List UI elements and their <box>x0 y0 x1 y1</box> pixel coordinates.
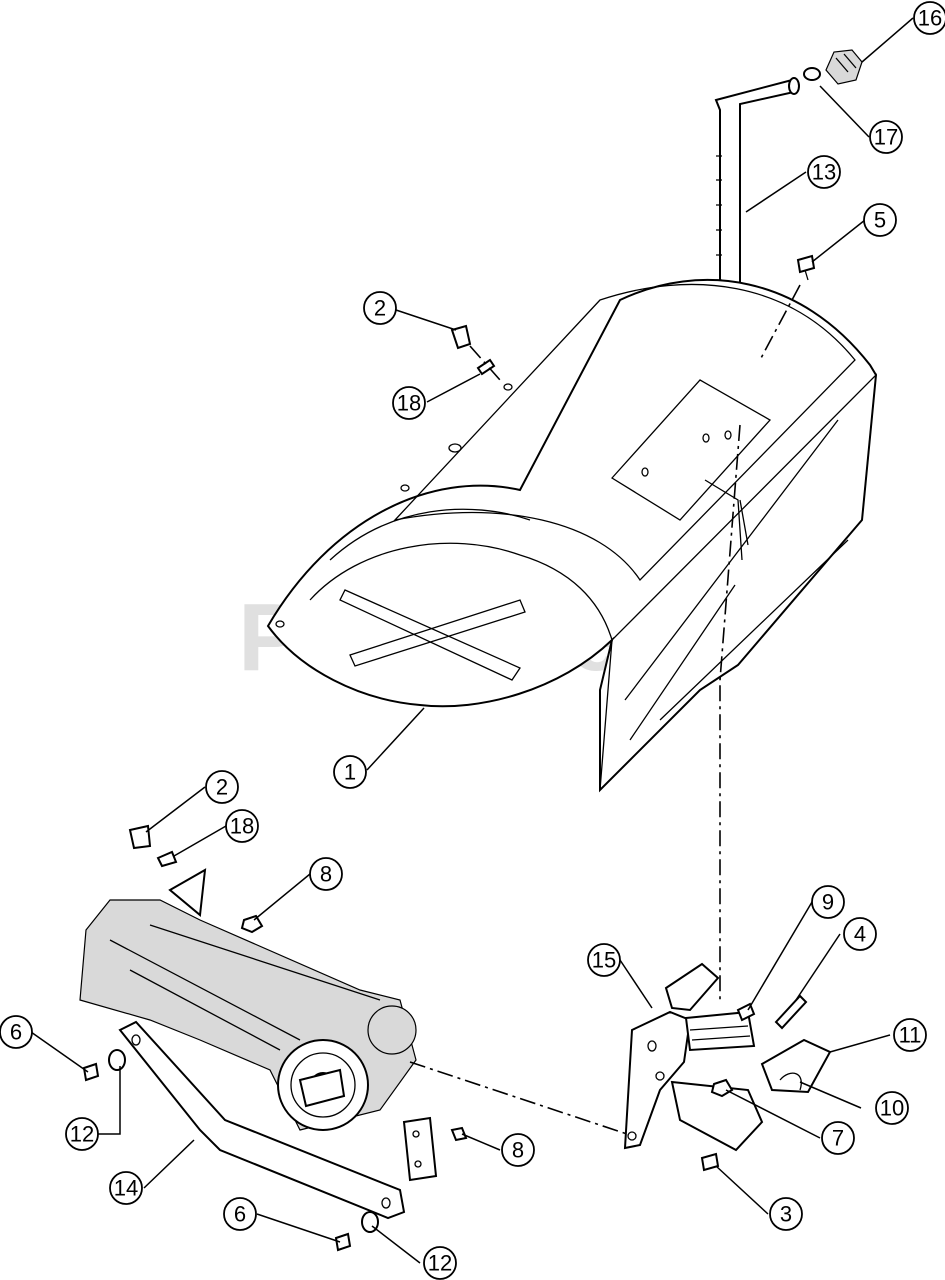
callout-badge: 10 <box>875 1091 909 1125</box>
svg-text:4: 4 <box>854 922 866 947</box>
bolt-part-9 <box>736 1002 756 1022</box>
callout-badge: 14 <box>109 1171 143 1205</box>
svg-text:17: 17 <box>874 125 898 150</box>
svg-text:3: 3 <box>780 1202 792 1227</box>
callout-badge: 18 <box>392 386 426 420</box>
svg-text:10: 10 <box>880 1096 904 1121</box>
callout-badge: 8 <box>309 857 343 891</box>
callout-badge: 12 <box>423 1246 457 1280</box>
svg-text:2: 2 <box>216 775 228 800</box>
svg-text:13: 13 <box>812 160 836 185</box>
assembly-line-vertical <box>719 424 741 1000</box>
callout-badge: 17 <box>869 120 903 154</box>
pin-part-10 <box>779 1072 802 1091</box>
drawbar-part-14 <box>118 1020 406 1220</box>
callout-badge: 13 <box>807 155 841 189</box>
assembly-line-5 <box>759 284 801 361</box>
callout-badge: 6 <box>0 1015 33 1049</box>
callout-badge: 16 <box>913 1 945 35</box>
svg-text:12: 12 <box>428 1251 452 1276</box>
transmission-housing <box>79 868 417 1131</box>
svg-text:5: 5 <box>874 208 886 233</box>
svg-text:8: 8 <box>320 862 332 887</box>
callout-badge: 7 <box>821 1121 855 1155</box>
nut-part-7 <box>710 1078 734 1098</box>
svg-text:2: 2 <box>374 296 386 321</box>
mounting-bracket-part-15 <box>623 962 764 1152</box>
svg-text:18: 18 <box>230 814 254 839</box>
assembly-line-2 <box>469 345 501 381</box>
callout-badge: 4 <box>843 917 877 951</box>
callout-badge: 9 <box>811 885 845 919</box>
assembly-line-horizontal <box>409 1061 631 1136</box>
tine-shield-part-1 <box>266 278 878 793</box>
svg-text:11: 11 <box>899 1023 922 1048</box>
svg-text:12: 12 <box>70 1122 94 1147</box>
svg-text:15: 15 <box>592 948 616 973</box>
svg-text:8: 8 <box>512 1138 524 1163</box>
callout-badge: 3 <box>769 1197 803 1231</box>
callout-badge: 5 <box>863 203 897 237</box>
fastener-part-2-upper <box>450 324 472 350</box>
bolt-part-3 <box>700 1152 720 1172</box>
spacer-part-12-left <box>108 1049 126 1071</box>
callout-badge: 18 <box>225 809 259 843</box>
callout-badge: 1 <box>333 755 367 789</box>
plate-part-8-lower <box>402 1116 468 1182</box>
callout-badge: 8 <box>501 1133 535 1167</box>
fastener-part-2-lower <box>128 824 152 850</box>
svg-text:7: 7 <box>832 1126 844 1151</box>
bolt-part-4 <box>774 994 808 1030</box>
callout-badge: 12 <box>65 1117 99 1151</box>
clip-part-18-upper <box>476 358 496 376</box>
svg-text:16: 16 <box>918 6 942 31</box>
bushing-part-17 <box>803 67 821 81</box>
bolt-part-6-left <box>82 1062 100 1082</box>
nut-part-8-upper <box>240 914 264 934</box>
callout-badge: 6 <box>223 1197 257 1231</box>
callout-badge: 15 <box>587 943 621 977</box>
svg-text:6: 6 <box>234 1202 246 1227</box>
clip-part-18-lower <box>156 850 178 868</box>
knob-part-16 <box>825 49 863 85</box>
callout-badge: 11 <box>893 1018 927 1052</box>
bolt-part-5 <box>796 254 816 281</box>
svg-text:6: 6 <box>10 1020 22 1045</box>
svg-text:9: 9 <box>822 890 834 915</box>
callout-badge: 2 <box>363 291 397 325</box>
callout-leaders <box>30 17 914 1264</box>
callout-badge: 2 <box>205 770 239 804</box>
bolt-part-6-right <box>334 1232 352 1252</box>
svg-text:18: 18 <box>397 391 421 416</box>
svg-text:1: 1 <box>344 760 356 785</box>
plate-part-11 <box>760 1038 832 1094</box>
svg-text:14: 14 <box>114 1176 138 1201</box>
